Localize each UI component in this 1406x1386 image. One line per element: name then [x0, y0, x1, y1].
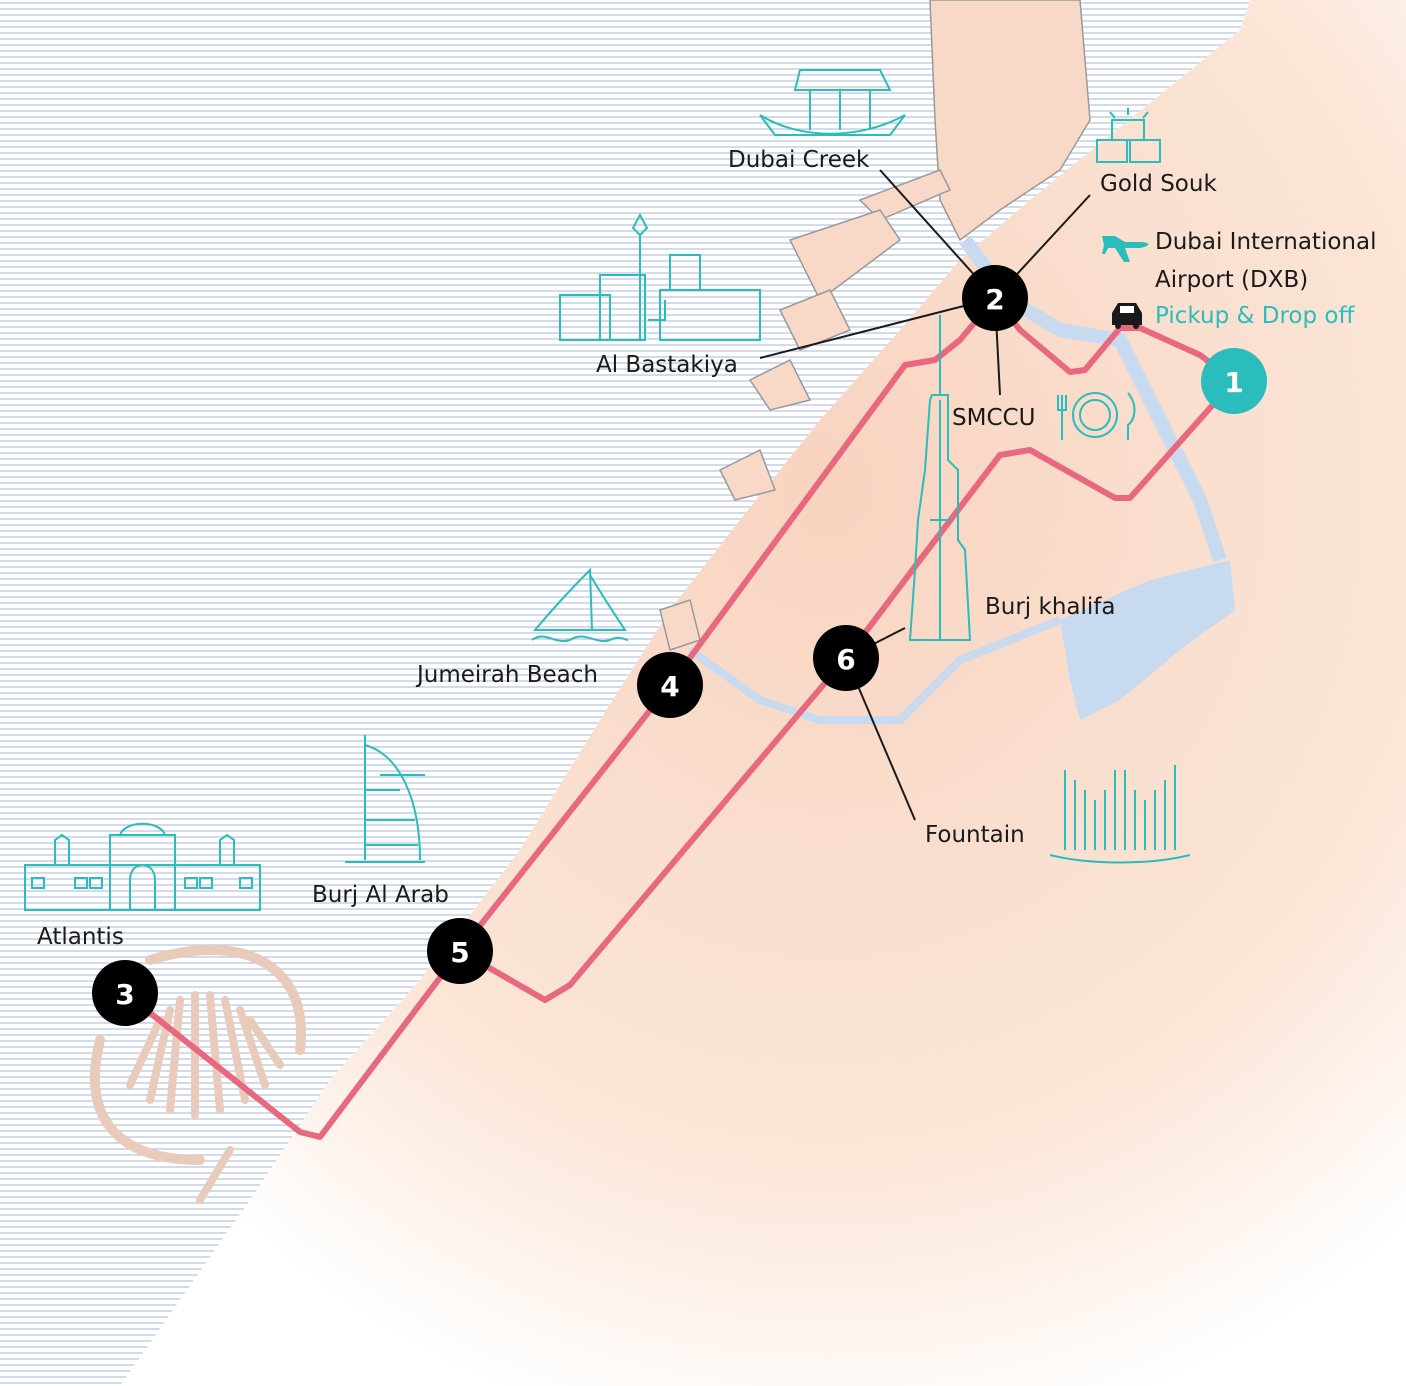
stop-marker-1[interactable]: 1 — [1201, 348, 1267, 414]
svg-text:5: 5 — [450, 936, 469, 969]
svg-text:2: 2 — [985, 283, 1004, 316]
svg-text:3: 3 — [115, 978, 134, 1011]
label-atlantis: Atlantis — [37, 924, 124, 950]
atlantis-icon — [24, 822, 261, 911]
car-icon — [1112, 303, 1142, 329]
label-dubai-creek: Dubai Creek — [728, 147, 870, 173]
fountain-icon — [1049, 765, 1191, 864]
heritage-tower-icon — [559, 212, 761, 341]
burj-khalifa-icon — [908, 315, 972, 641]
stop-marker-3[interactable]: 3 — [92, 960, 158, 1026]
jumeirah-hotel-icon — [531, 567, 629, 643]
dhow-boat-icon — [759, 69, 906, 136]
land-area — [120, 0, 1406, 1386]
stop-marker-2[interactable]: 2 — [962, 265, 1028, 331]
restaurant-icon — [1057, 392, 1136, 440]
coastal-breakwaters — [659, 169, 952, 651]
label-burj-khalifa: Burj khalifa — [985, 594, 1115, 620]
label-airport-dxb: Airport (DXB) — [1155, 267, 1308, 293]
stop-marker-6[interactable]: 6 — [813, 625, 879, 691]
airplane-icon — [1102, 236, 1149, 262]
svg-text:6: 6 — [836, 643, 855, 676]
tour-route-return — [458, 379, 1237, 1003]
label-gold-souk: Gold Souk — [1100, 171, 1217, 197]
label-dubai-international: Dubai International — [1155, 229, 1376, 255]
stop-marker-4[interactable]: 4 — [637, 652, 703, 718]
label-pickup-drop-off: Pickup & Drop off — [1155, 303, 1355, 329]
gold-bars-icon — [1096, 108, 1161, 163]
label-al-bastakiya: Al Bastakiya — [596, 352, 738, 378]
stop-marker-5[interactable]: 5 — [427, 918, 493, 984]
label-fountain: Fountain — [925, 822, 1025, 848]
svg-text:4: 4 — [660, 670, 679, 703]
business-bay-canal — [687, 616, 1062, 724]
sea-area — [0, 0, 1250, 1386]
burj-al-arab-icon — [345, 735, 425, 863]
svg-text:1: 1 — [1224, 366, 1243, 399]
ras-al-khor-water — [1060, 560, 1235, 720]
label-burj-al-arab: Burj Al Arab — [312, 882, 449, 908]
label-jumeirah-beach: Jumeirah Beach — [415, 662, 598, 688]
deira-peninsula — [929, 0, 1091, 242]
label-smccu: SMCCU — [952, 405, 1035, 431]
